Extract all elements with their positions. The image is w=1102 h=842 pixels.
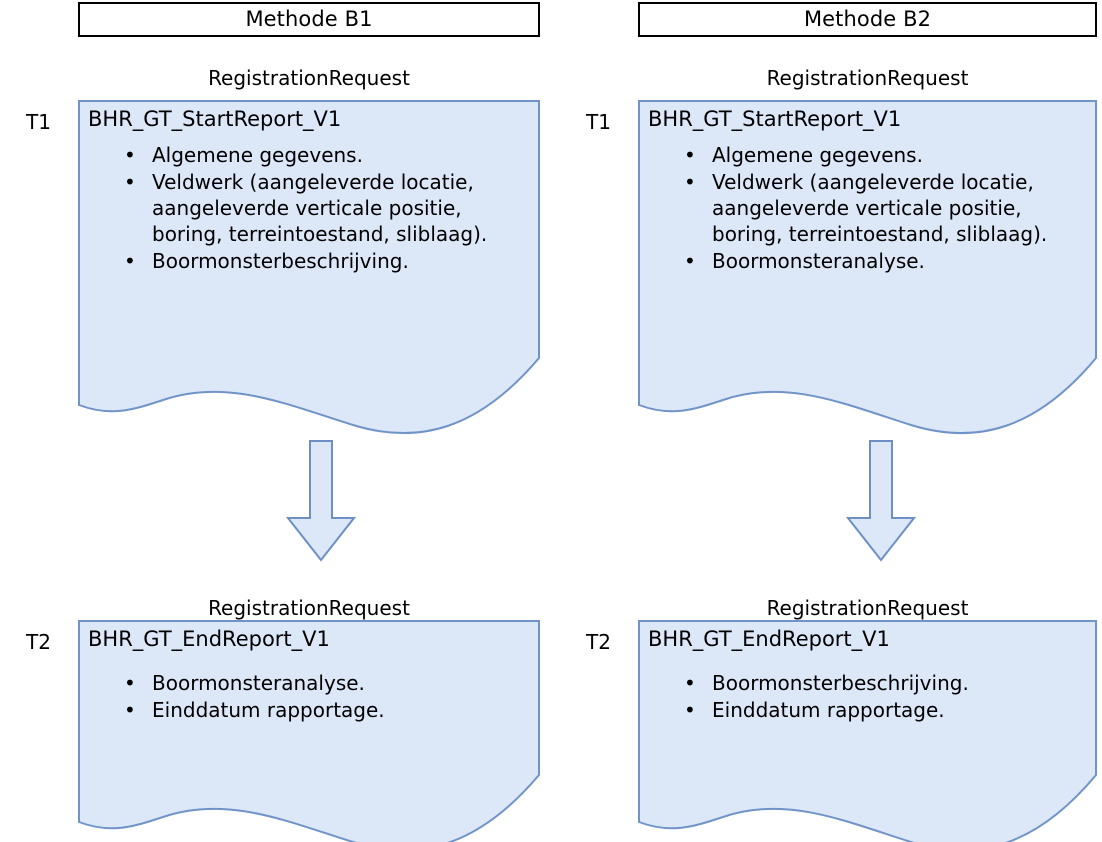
bullet-icon: • [684, 671, 696, 696]
list-item: • Boormonsteranalyse. [124, 670, 530, 696]
flow-arrow-b2 [845, 440, 917, 562]
document-bullet-list-b2-t2: • Boormonsterbeschrijving. • Einddatum r… [648, 670, 1087, 723]
list-item: • Algemene gegevens. [124, 142, 530, 168]
list-item: • Einddatum rapportage. [684, 697, 1087, 723]
document-shape-b1-t1: BHR_GT_StartReport_V1 • Algemene gegeven… [78, 100, 540, 456]
bullet-icon: • [124, 698, 136, 723]
bullet-icon: • [124, 671, 136, 696]
bullet-icon: • [124, 249, 136, 274]
method-header-b1: Methode B1 [78, 2, 540, 37]
list-item: • Einddatum rapportage. [124, 697, 530, 723]
caption-b2-t2: RegistrationRequest [766, 596, 969, 620]
list-item-label: Einddatum rapportage. [712, 698, 945, 723]
list-item-label: Veldwerk (aangeleverde locatie, aangelev… [152, 170, 488, 247]
flow-arrow-b1 [285, 440, 357, 562]
document-shape-b1-t2: BHR_GT_EndReport_V1 • Boormonsteranalyse… [78, 620, 540, 842]
bullet-icon: • [684, 249, 696, 274]
list-item-label: Algemene gegevens. [152, 143, 363, 168]
document-bullet-list-b1-t2: • Boormonsteranalyse. • Einddatum rappor… [88, 670, 530, 723]
list-item-label: Veldwerk (aangeleverde locatie, aangelev… [712, 170, 1048, 247]
document-shape-outline-icon [638, 620, 1097, 842]
document-content-b1-t2: BHR_GT_EndReport_V1 • Boormonsteranalyse… [78, 620, 540, 724]
time-label-b2-t2: T2 [586, 630, 611, 654]
bullet-icon: • [124, 170, 136, 195]
document-title-b2-t1: BHR_GT_StartReport_V1 [648, 107, 902, 131]
list-item: • Boormonsteranalyse. [684, 248, 1087, 274]
list-item: • Veldwerk (aangeleverde locatie, aangel… [684, 169, 1087, 247]
list-item: • Algemene gegevens. [684, 142, 1087, 168]
list-item: • Boormonsterbeschrijving. [124, 248, 530, 274]
time-label-b2-t1: T1 [586, 110, 611, 134]
caption-b1-t1: RegistrationRequest [208, 66, 410, 90]
list-item-label: Algemene gegevens. [712, 143, 923, 168]
document-shape-b2-t1: BHR_GT_StartReport_V1 • Algemene gegeven… [638, 100, 1097, 456]
list-item-label: Boormonsteranalyse. [712, 249, 925, 274]
list-item-label: Boormonsterbeschrijving. [152, 249, 409, 274]
caption-b1-t2: RegistrationRequest [208, 596, 410, 620]
caption-b2-t1: RegistrationRequest [766, 66, 969, 90]
method-header-b1-label: Methode B1 [245, 7, 373, 31]
list-item-label: Boormonsterbeschrijving. [712, 671, 969, 696]
method-header-b2-label: Methode B2 [803, 7, 932, 31]
bullet-icon: • [684, 170, 696, 195]
document-title-b1-t1: BHR_GT_StartReport_V1 [88, 107, 342, 131]
document-bullet-list-b1-t1: • Algemene gegevens. • Veldwerk (aangele… [88, 142, 530, 274]
document-shape-outline-icon [78, 100, 540, 435]
document-content-b2-t1: BHR_GT_StartReport_V1 • Algemene gegeven… [638, 100, 1097, 275]
list-item: • Veldwerk (aangeleverde locatie, aangel… [124, 169, 530, 247]
document-shape-b2-t2: BHR_GT_EndReport_V1 • Boormonsterbeschri… [638, 620, 1097, 842]
list-item-label: Boormonsteranalyse. [152, 671, 365, 696]
time-label-b1-t1: T1 [26, 110, 51, 134]
down-arrow-icon [285, 440, 357, 562]
document-shape-outline-icon [638, 100, 1097, 435]
list-item: • Boormonsterbeschrijving. [684, 670, 1087, 696]
bullet-icon: • [124, 143, 136, 168]
document-content-b2-t2: BHR_GT_EndReport_V1 • Boormonsterbeschri… [638, 620, 1097, 724]
method-header-b2: Methode B2 [638, 2, 1097, 37]
document-title-b1-t2: BHR_GT_EndReport_V1 [88, 627, 330, 651]
list-item-label: Einddatum rapportage. [152, 698, 385, 723]
document-title-b2-t2: BHR_GT_EndReport_V1 [648, 627, 890, 651]
document-bullet-list-b2-t1: • Algemene gegevens. • Veldwerk (aangele… [648, 142, 1087, 274]
document-shape-outline-icon [78, 620, 540, 842]
bullet-icon: • [684, 143, 696, 168]
bullet-icon: • [684, 698, 696, 723]
down-arrow-icon [845, 440, 917, 562]
document-content-b1-t1: BHR_GT_StartReport_V1 • Algemene gegeven… [78, 100, 540, 275]
time-label-b1-t2: T2 [26, 630, 51, 654]
